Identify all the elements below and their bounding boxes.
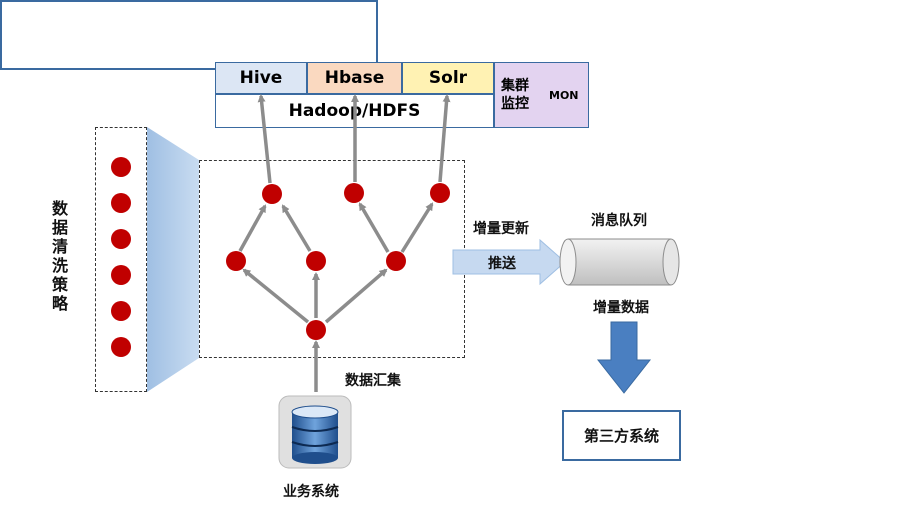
cleaning-node bbox=[111, 265, 131, 285]
hive-box: Hive bbox=[215, 62, 307, 94]
queue-title: 消息队列 bbox=[591, 213, 647, 229]
push-title: 增量更新 bbox=[473, 221, 529, 237]
node-solr bbox=[430, 183, 450, 203]
arrow-mid-to-hive-node bbox=[281, 204, 312, 252]
solr-box: Solr bbox=[402, 62, 494, 94]
arrow-root-to-left bbox=[242, 268, 310, 324]
arrow-right-to-solr-node bbox=[400, 202, 434, 253]
source-label: 业务系统 bbox=[283, 484, 339, 500]
down-arrow bbox=[596, 321, 652, 394]
cleaning-node bbox=[111, 301, 131, 321]
node-hive bbox=[262, 184, 282, 204]
cluster-monitor-label: 集群 监控 bbox=[501, 78, 529, 112]
mon-label: MON bbox=[549, 88, 579, 102]
arrow-to-solr bbox=[438, 94, 451, 183]
node-hbase bbox=[344, 183, 364, 203]
node-mid bbox=[306, 251, 326, 271]
cleaning-funnel bbox=[147, 127, 199, 392]
push-arrow-label: 推送 bbox=[488, 256, 516, 272]
cleaning-node bbox=[111, 157, 131, 177]
arrow-to-hive bbox=[257, 94, 272, 184]
node-left bbox=[226, 251, 246, 271]
database-icon bbox=[278, 395, 352, 469]
message-queue-cylinder bbox=[559, 238, 680, 286]
third-party-label: 第三方系统 bbox=[583, 427, 659, 445]
cleaning-node bbox=[111, 337, 131, 357]
cleaning-node bbox=[111, 193, 131, 213]
arrow-left-to-hive-node bbox=[238, 204, 267, 252]
storage-banner bbox=[0, 0, 378, 70]
cluster-monitor-box: 集群 监控 MON bbox=[494, 62, 589, 128]
node-root bbox=[306, 320, 326, 340]
cleaning-strategy-label: 数据清洗策略 bbox=[49, 200, 68, 314]
third-party-box: 第三方系统 bbox=[562, 410, 681, 461]
push-arrow bbox=[452, 238, 566, 286]
cleaning-panel bbox=[95, 127, 147, 392]
queue-subtitle: 增量数据 bbox=[593, 300, 649, 316]
aggregation-label: 数据汇集 bbox=[345, 373, 401, 389]
cleaning-node bbox=[111, 229, 131, 249]
node-right bbox=[386, 251, 406, 271]
hbase-box: Hbase bbox=[307, 62, 402, 94]
arrow-right-to-hbase-node bbox=[358, 202, 390, 253]
arrow-root-to-right bbox=[324, 268, 388, 324]
